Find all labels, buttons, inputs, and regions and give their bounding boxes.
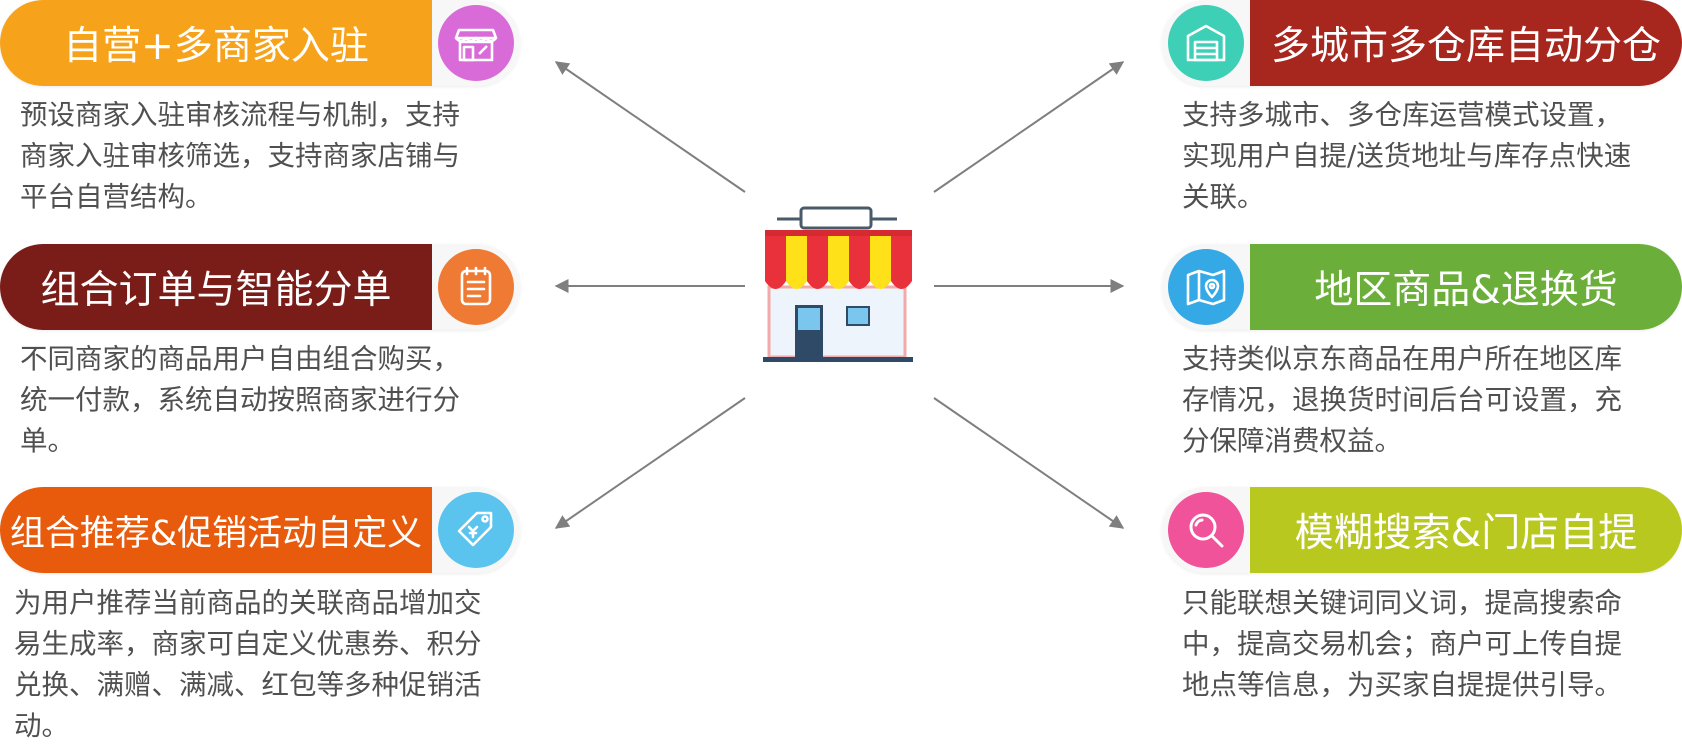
feature-title: 模糊搜索&门店自提 — [1294, 511, 1638, 556]
arrow-to-bottom-left — [554, 397, 746, 529]
storefront-icon — [763, 206, 913, 362]
feature-description: 只能联想关键词同义词，提高搜索命 中，提高交易机会；商户可上传自提 地点等信息，… — [1182, 587, 1622, 701]
feature-title: 自营+多商家入驻 — [63, 24, 369, 69]
feature-pill-right-0: 多城市多仓库自动分仓 — [1162, 0, 1682, 86]
map-pin-icon — [1168, 249, 1244, 325]
feature-pill-right-1: 地区商品&退换货 — [1162, 244, 1682, 330]
feature-title-bar: 地区商品&退换货 — [1250, 244, 1682, 330]
feature-description: 预设商家入驻审核流程与机制，支持 商家入驻审核筛选，支持商家店铺与 平台自营结构… — [20, 99, 460, 213]
arrow-to-bottom-right — [933, 397, 1125, 529]
arrow-to-top-left — [554, 61, 746, 193]
feature-title-bar: 自营+多商家入驻 — [0, 0, 432, 86]
feature-title: 多城市多仓库自动分仓 — [1270, 24, 1661, 69]
feature-title: 地区商品&退换货 — [1314, 268, 1618, 313]
feature-title-bar: 模糊搜索&门店自提 — [1250, 487, 1682, 573]
feature-description: 支持类似京东商品在用户所在地区库 存情况，退换货时间后台可设置，充 分保障消费权… — [1182, 343, 1622, 457]
feature-pill-right-2: 模糊搜索&门店自提 — [1162, 487, 1682, 573]
order-list-icon — [438, 249, 514, 325]
price-tag-icon — [438, 492, 514, 568]
feature-description: 不同商家的商品用户自由组合购买， 统一付款，系统自动按照商家进行分 单。 — [20, 343, 460, 457]
search-icon — [1168, 492, 1244, 568]
feature-title-bar: 组合推荐&促销活动自定义 — [0, 487, 432, 573]
feature-title: 组合订单与智能分单 — [40, 268, 392, 313]
feature-description: 支持多城市、多仓库运营模式设置， 实现用户自提/送货地址与库存点快速 关联。 — [1182, 99, 1632, 213]
feature-pill-left-1: 组合订单与智能分单 — [0, 244, 520, 330]
feature-pill-left-0: 自营+多商家入驻 — [0, 0, 520, 86]
feature-pill-left-2: 组合推荐&促销活动自定义 — [0, 487, 520, 573]
arrow-to-top-right — [933, 61, 1125, 193]
warehouse-icon — [1168, 5, 1244, 81]
shop-icon — [438, 5, 514, 81]
feature-description: 为用户推荐当前商品的关联商品增加交 易生成率，商家可自定义优惠券、积分 兑换、满… — [14, 587, 482, 742]
feature-title: 组合推荐&促销活动自定义 — [9, 513, 423, 554]
feature-title-bar: 多城市多仓库自动分仓 — [1250, 0, 1682, 86]
feature-title-bar: 组合订单与智能分单 — [0, 244, 432, 330]
